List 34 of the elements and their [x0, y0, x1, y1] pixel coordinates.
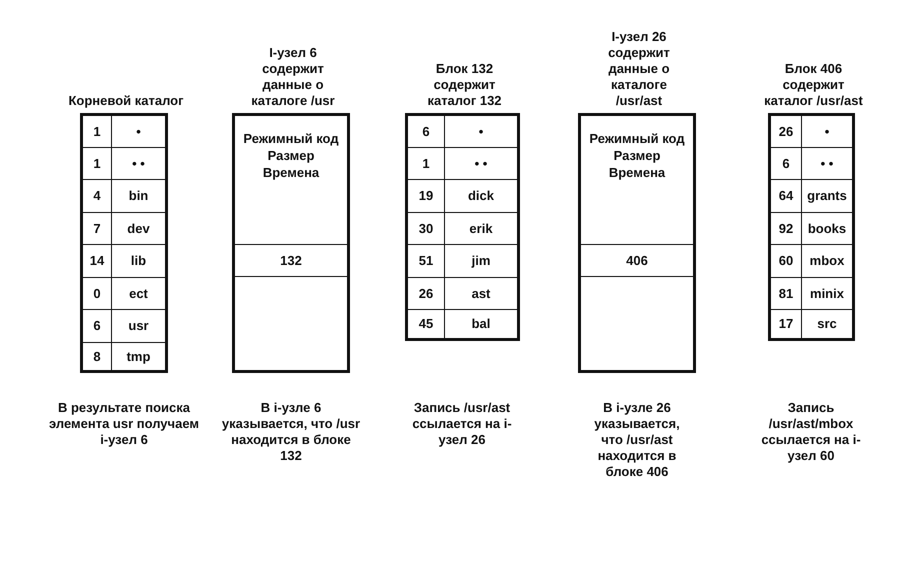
table-cell: 1 [82, 115, 112, 148]
empty-cell [234, 276, 348, 371]
table-cell: 406 [580, 244, 694, 277]
field-label: Размер [614, 147, 660, 164]
caption-text: В i-узле 26 указывается, что /usr/ast находится в блоке 406 [593, 400, 681, 480]
table-heading: I-узел 26 содержит данные о каталоге /usr/ast [607, 29, 671, 109]
table-cell: 6 [407, 115, 445, 148]
field-label: Времена [608, 164, 666, 181]
table-cell: 45 [407, 309, 445, 338]
caption-text: Запись /usr/ast ссылается на i-узел 26 [412, 400, 512, 448]
caption-text: Запись /usr/ast/mbox ссылается на i-узел 60 [761, 400, 861, 464]
table-cell: • [801, 115, 853, 148]
table-cell: bal [444, 309, 518, 338]
table-cell: • [111, 115, 166, 148]
table-cell: 132 [234, 244, 348, 277]
table-cell: src [801, 309, 853, 338]
table-cell: 17 [770, 309, 802, 338]
table-cell: tmp [111, 342, 166, 371]
field-label: Режимный код [243, 130, 339, 147]
inode-field-cell [234, 115, 348, 245]
table-cell: • [444, 115, 518, 148]
empty-cell [580, 276, 694, 371]
field-label: Размер [268, 147, 314, 164]
caption-text: В результате поиска элемента usr получаем i-узел 6 [49, 400, 199, 448]
field-label: Режимный код [589, 130, 685, 147]
table-cell: 26 [770, 115, 802, 148]
caption-text: В i-узле 6 указывается, что /usr находится в блоке 132 [221, 400, 361, 464]
table-heading: I-узел 6 содержит данные о каталоге /usr [250, 45, 336, 109]
table-heading: Корневой каталог [67, 93, 185, 109]
table-heading: Блок 406 содержит каталог /usr/ast [763, 61, 864, 109]
field-label: Времена [262, 164, 320, 181]
table-heading: Блок 132 содержит каталог 132 [426, 61, 503, 109]
table-cell: 8 [82, 342, 112, 371]
inode-field-cell [580, 115, 694, 245]
